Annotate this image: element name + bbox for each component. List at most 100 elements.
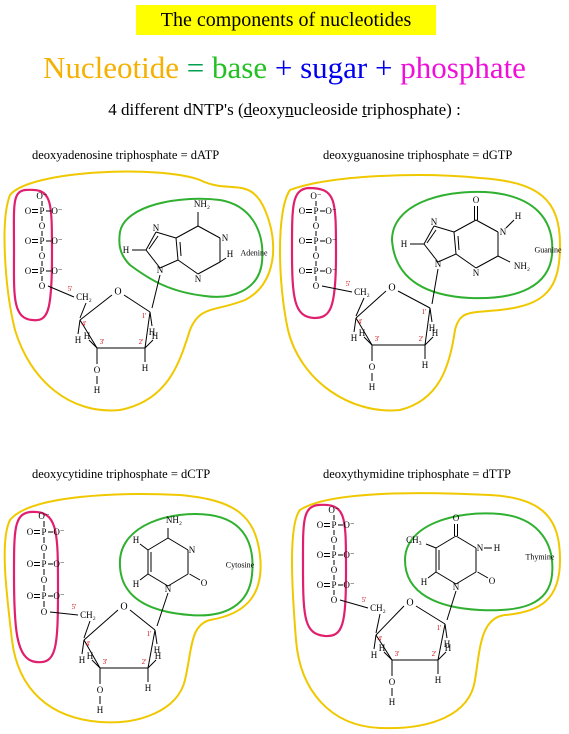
- bond-line: [129, 609, 156, 631]
- carbon-number-5: 5': [72, 603, 77, 611]
- bond-line: [147, 629, 156, 669]
- bond-line: [424, 307, 431, 346]
- hydrogen-c2-down: H: [142, 363, 149, 373]
- subtitle-d: d: [243, 100, 253, 119]
- carbon-number-2: 2': [419, 335, 424, 343]
- ring-oxygen: O: [114, 287, 121, 298]
- double-bond-line: [179, 241, 182, 257]
- bond-line: [427, 571, 437, 579]
- double-bond-line: [189, 573, 201, 581]
- bond-line: [219, 257, 227, 263]
- subtitle-ucleoside: ucleoside: [293, 100, 363, 119]
- phosphate-terminal-o-minus: O⁻: [38, 511, 49, 521]
- phosphate-double-o: O: [317, 520, 324, 530]
- nucleotide-outline: [3, 493, 262, 724]
- ch2-group: CH₂: [354, 287, 370, 297]
- phosphorus-atom: P: [313, 266, 318, 276]
- bond-line: [425, 543, 437, 549]
- phosphoester-bond: [47, 285, 75, 298]
- phosphate-double-o: O: [27, 591, 34, 601]
- carbon-number-1: 1': [142, 312, 147, 320]
- nitrogen-n9: N: [157, 265, 164, 275]
- phosphate-terminal-o-minus: O⁻: [36, 191, 47, 201]
- bond-line: [144, 339, 154, 349]
- carbon-number-4: 4': [82, 320, 87, 328]
- phosphate-double-o: O: [25, 266, 32, 276]
- phosphate-double-o: O: [25, 236, 32, 246]
- eq-equals: =: [186, 50, 205, 85]
- base-outline: [118, 197, 264, 298]
- bond-line: [415, 605, 446, 625]
- bridging-oxygen: O: [39, 251, 46, 261]
- hydrogen-c5: H: [133, 535, 140, 545]
- subtitle-riphosphate: riphosphate: [366, 100, 447, 119]
- subtitle-n: n: [285, 100, 294, 119]
- page-title: The components of nucleotides: [160, 8, 412, 31]
- phosphate-o-minus: O⁻: [325, 266, 336, 276]
- bond-line: [429, 307, 433, 323]
- bond-line: [144, 311, 151, 349]
- hydrogen-c4: H: [79, 655, 86, 665]
- carbon-number-5: 5': [362, 596, 367, 604]
- nitrogen-n1: N: [500, 227, 507, 237]
- hydrogen-c4: H: [75, 335, 82, 345]
- hydrogen-c6: H: [133, 579, 140, 589]
- panel-title-dgtp: deoxyguanosine triphosphate = dGTP: [323, 148, 513, 162]
- phosphate-o-minus: O⁻: [53, 527, 64, 537]
- bond-line: [81, 639, 85, 655]
- phosphate-double-o: O: [299, 206, 306, 216]
- bridging-oxygen: O: [331, 535, 338, 545]
- base-name-label: Cytosine: [226, 561, 255, 570]
- eq-sugar: sugar: [300, 50, 368, 85]
- nucleotide-outline: [291, 492, 562, 730]
- bond-line: [177, 259, 199, 275]
- hydrogen-c2: H: [227, 249, 234, 259]
- bond-line: [139, 573, 149, 581]
- phosphorus-atom: P: [41, 527, 46, 537]
- double-bond-line: [457, 235, 460, 251]
- phosphate-bottom-o-minus: O: [41, 607, 48, 617]
- nucleotide-outline: [279, 174, 562, 412]
- phosphorus-atom: P: [313, 206, 318, 216]
- amino-group: NH₂: [166, 515, 182, 525]
- bond-line: [175, 225, 199, 239]
- phosphate-outline: [301, 503, 348, 638]
- hydroxyl-oxygen: O: [389, 677, 396, 687]
- subtitle-prefix: 4 different dNTP's (: [108, 100, 244, 119]
- phosphate-o-minus: O⁻: [343, 580, 354, 590]
- base-outline: [390, 190, 554, 300]
- phosphate-double-o: O: [299, 236, 306, 246]
- bond-line: [79, 294, 113, 321]
- carbon-number-2: 2': [142, 658, 147, 666]
- bond-line: [83, 639, 101, 669]
- bond-line: [475, 219, 499, 233]
- bond-line: [147, 659, 157, 669]
- bond-line: [77, 319, 81, 335]
- panel-title-datp: deoxyadenosine triphosphate = dATP: [32, 148, 220, 162]
- bond-line: [147, 537, 169, 551]
- nitrogen-n1: N: [165, 584, 172, 594]
- bridging-oxygen: O: [313, 251, 320, 261]
- carbon-number-1: 1': [147, 630, 152, 638]
- carbonyl-oxygen-c2: O: [201, 578, 208, 588]
- bond-line: [375, 634, 393, 661]
- phosphorus-atom: P: [41, 559, 46, 569]
- eq-plus-2: +: [375, 50, 393, 85]
- panel-title-dctp: deoxycytidine triphosphate = dCTP: [32, 467, 211, 481]
- hydrogen-c2-up: H: [432, 328, 439, 338]
- hydrogen-c1: H: [429, 323, 436, 333]
- bond-line: [435, 535, 457, 549]
- glycosidic-bond: [156, 592, 169, 627]
- hydrogen-c2-up: H: [152, 331, 159, 341]
- bond-line: [139, 543, 149, 551]
- nitrogen-n9: N: [435, 259, 442, 269]
- bond-line: [159, 259, 179, 269]
- ch2-group: CH₂: [76, 292, 92, 302]
- carbon-number-1: 1': [422, 308, 427, 316]
- bond-line: [79, 302, 87, 319]
- phosphorus-atom: P: [331, 550, 336, 560]
- hydrogen-n3: H: [494, 543, 501, 553]
- base-name-label: Guanine: [534, 246, 562, 255]
